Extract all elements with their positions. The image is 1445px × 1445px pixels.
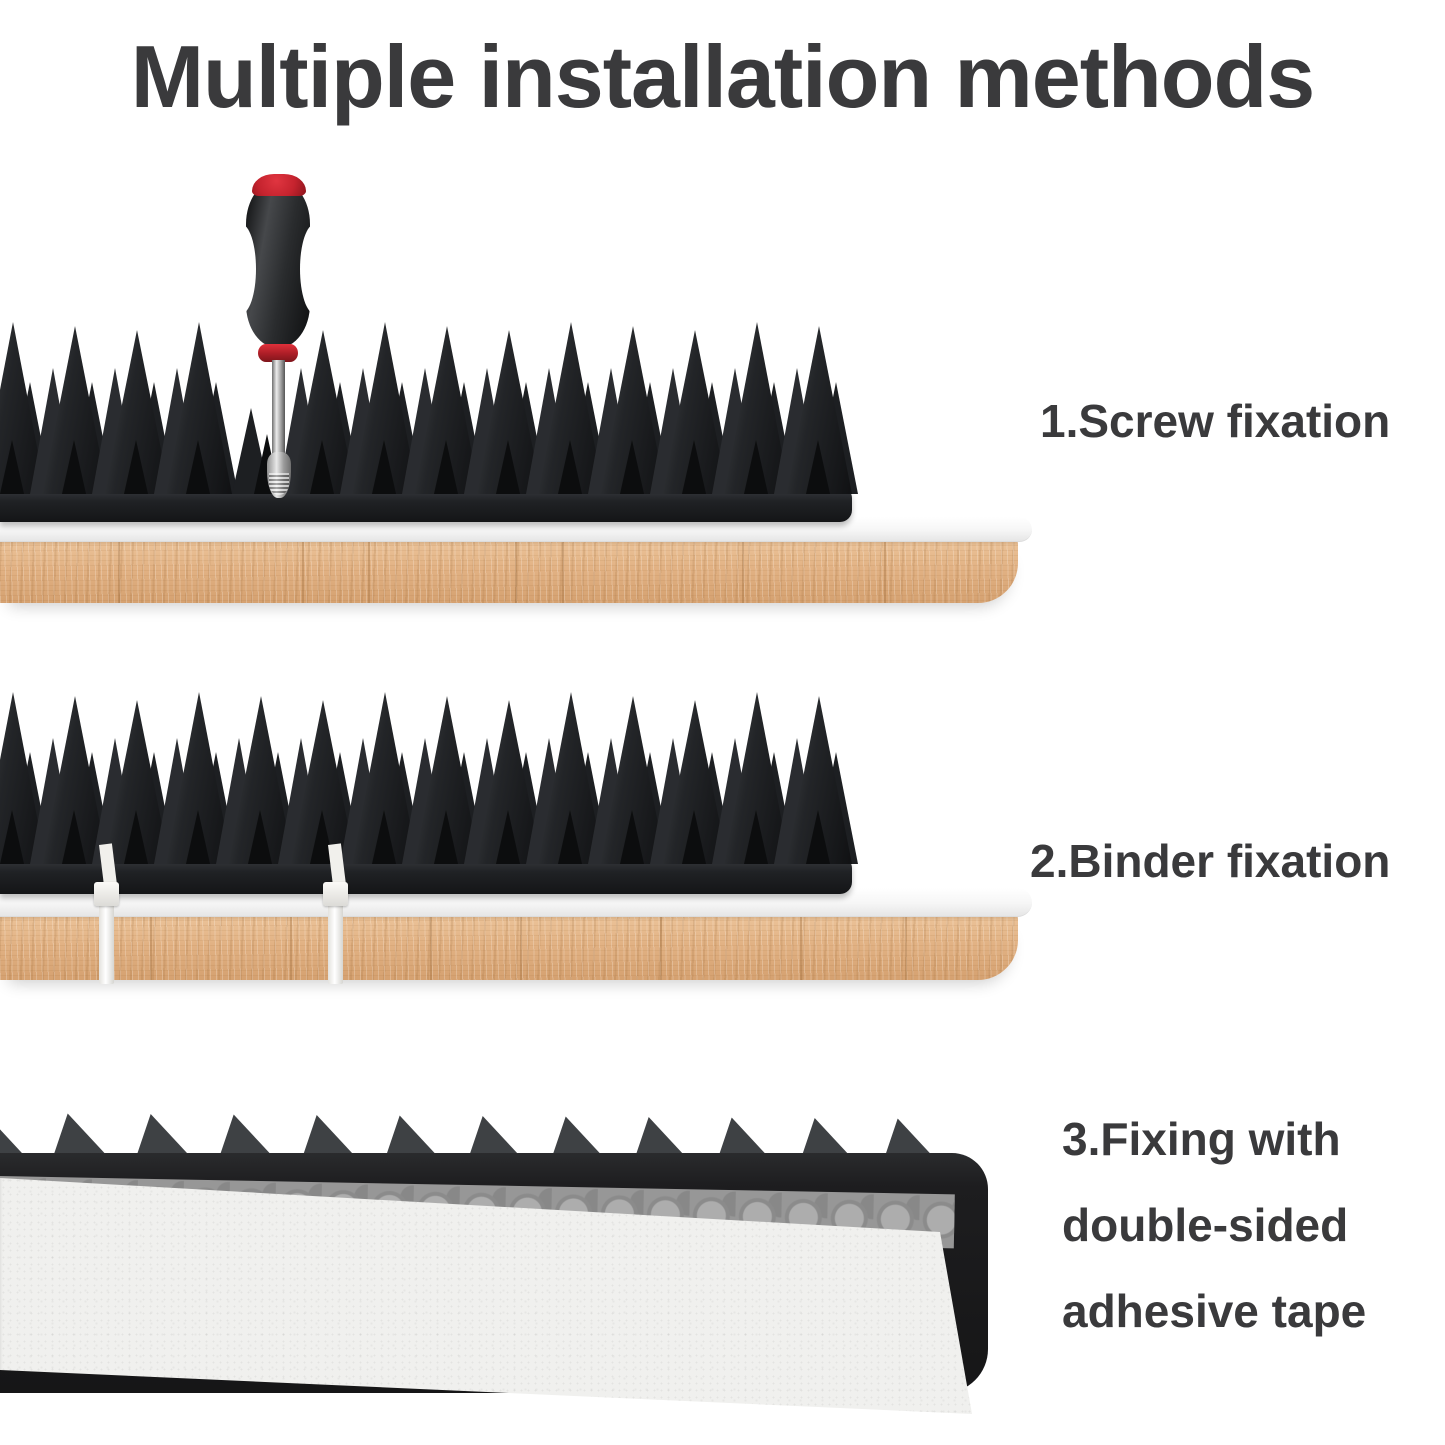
wooden-board: [0, 540, 1018, 603]
cable-tie: [323, 843, 348, 986]
spike-cones: [0, 688, 866, 864]
screwdriver-shaft: [272, 360, 285, 456]
screwdriver-collar: [258, 344, 298, 362]
screwdriver: [226, 174, 330, 504]
cable-tie: [94, 843, 119, 986]
method-3-label-line: double-sided: [1062, 1199, 1349, 1251]
method-2-label: 2.Binder fixation: [1030, 835, 1391, 887]
method-3-label-line: adhesive tape: [1062, 1285, 1367, 1337]
cable-tie-buckle: [94, 882, 119, 906]
wooden-board: [0, 915, 1018, 980]
screw: [267, 452, 291, 498]
handle-waist-shape: [226, 224, 256, 314]
handle-waist-shape: [300, 224, 330, 314]
method-1-label: 1.Screw fixation: [1040, 395, 1391, 447]
screwdriver-handle: [246, 180, 310, 348]
spike-cones: [0, 318, 866, 494]
method-3-label: 3.Fixing with double-sided adhesive tape: [1062, 1112, 1366, 1370]
screwdriver-cap: [252, 174, 306, 196]
cable-tie-buckle: [323, 882, 348, 906]
page-title: Multiple installation methods: [130, 27, 1316, 126]
method-3-label-line: 3.Fixing with: [1062, 1113, 1341, 1165]
